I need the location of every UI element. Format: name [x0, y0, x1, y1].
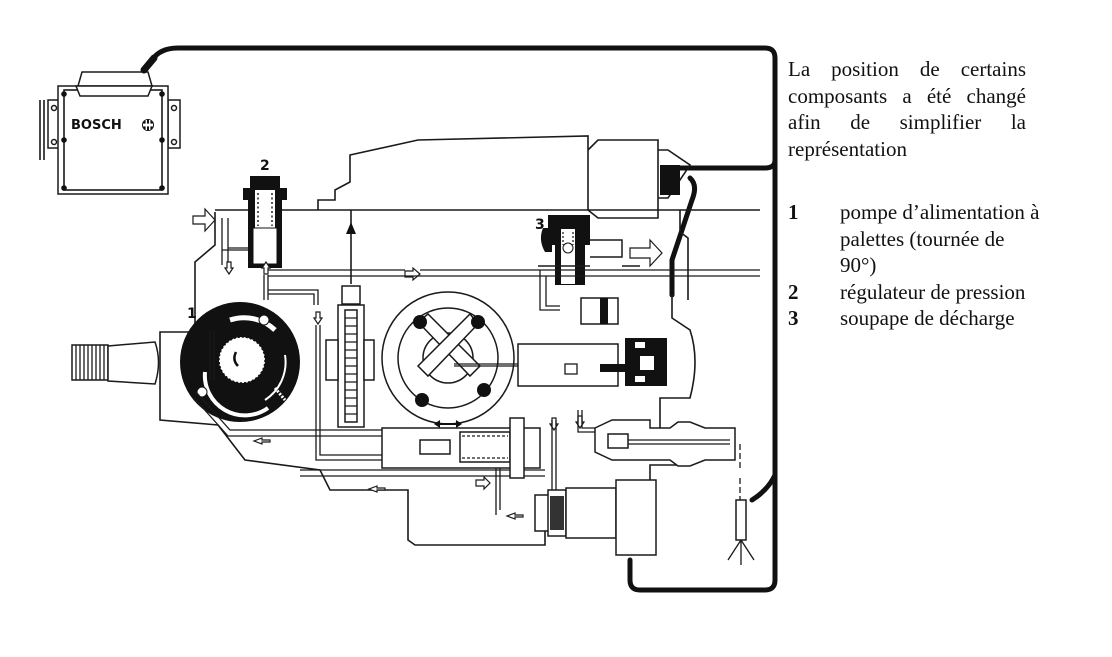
timing-device	[381, 417, 541, 479]
solenoid-connector	[660, 165, 680, 195]
sensor-cable	[669, 175, 698, 298]
vane-supply-pump	[180, 302, 300, 422]
drive-coupling	[325, 210, 375, 428]
flow-arrow-icon	[475, 475, 491, 491]
flow-arrow-icon	[252, 437, 271, 445]
upward-arrow-icon	[346, 222, 356, 234]
label-1: 1	[187, 306, 197, 322]
bosch-logo-icon	[142, 119, 154, 131]
injector-cable	[749, 472, 778, 503]
ecu-housing	[57, 85, 169, 195]
injector-nozzle	[594, 419, 755, 565]
cam-ring-distributor	[381, 291, 600, 428]
flow-arrow-icon	[223, 261, 235, 276]
pump-top-housing	[317, 135, 659, 219]
legend-label: soupape de décharge	[840, 306, 1015, 330]
legend-label: pompe d’alimentation à palettes (tournée…	[840, 200, 1040, 277]
flow-arrow-icon	[367, 485, 386, 493]
diagram-caption: La position de certains composants a été…	[788, 57, 1026, 161]
solenoid-cable	[627, 157, 778, 593]
fuel-return-arrow-icon	[629, 238, 663, 268]
legend-item: 1 pompe d’alimentation à palettes (tourn…	[788, 199, 1088, 279]
legend-number: 3	[788, 306, 799, 330]
ecu-brand-label: BOSCH	[71, 118, 122, 133]
fuel-cutoff-valve	[580, 297, 619, 325]
legend-item: 3 soupape de décharge	[788, 305, 1088, 332]
flow-arrow-icon	[548, 417, 560, 432]
ecu-harness-cable	[149, 45, 778, 171]
flow-arrow-icon	[260, 260, 272, 275]
shutoff-solenoid	[534, 479, 657, 556]
drive-shaft	[71, 341, 160, 385]
fuel-inlet-arrow-icon	[192, 207, 216, 233]
legend-number: 2	[788, 279, 799, 304]
ecu-connector	[77, 71, 153, 87]
double-arrow-icon	[434, 420, 462, 428]
flow-arrow-icon	[574, 415, 586, 430]
label-2: 2	[260, 158, 270, 174]
flow-arrow-icon	[312, 311, 324, 326]
legend-number: 1	[788, 200, 799, 224]
legend-label: régulateur de pression	[840, 279, 1026, 304]
component-legend: 1 pompe d’alimentation à palettes (tourn…	[788, 199, 1088, 332]
ecu-control-unit: BOSCH	[39, 54, 181, 195]
legend-item: 2 régulateur de pression	[788, 279, 1088, 306]
flow-arrow-icon	[505, 512, 524, 520]
overflow-valve	[538, 215, 640, 285]
pressure-regulator	[243, 176, 287, 268]
flow-arrow-icon	[404, 266, 421, 282]
label-3: 3	[535, 217, 545, 233]
metering-solenoid	[600, 338, 667, 386]
